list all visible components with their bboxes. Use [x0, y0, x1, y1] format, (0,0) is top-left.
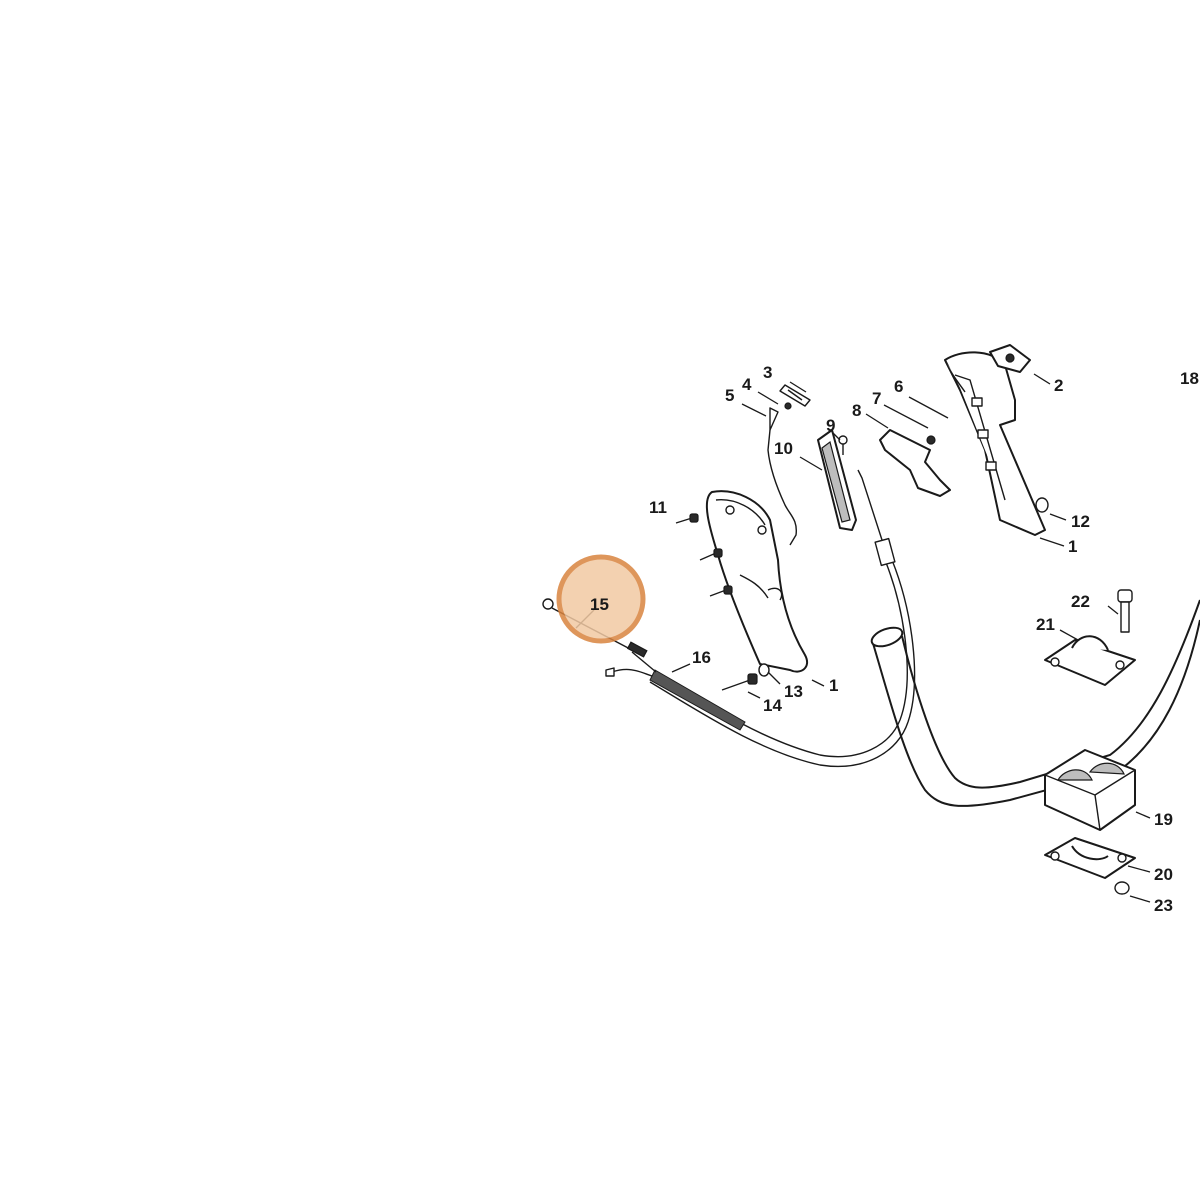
label-part-10[interactable]: 10	[774, 439, 793, 458]
label-part-8[interactable]: 8	[852, 401, 861, 420]
nut-23	[1114, 881, 1130, 895]
label-part-11[interactable]: 11	[649, 498, 667, 517]
label-part-6[interactable]: 6	[894, 377, 903, 396]
switch-2	[989, 344, 1031, 373]
label-part-22[interactable]: 22	[1071, 592, 1090, 611]
label-part-18[interactable]: 18	[1180, 369, 1199, 388]
screw-14-washer-13	[721, 663, 770, 691]
label-part-20[interactable]: 20	[1154, 865, 1173, 884]
pin-7	[883, 404, 929, 429]
label-part-19[interactable]: 19	[1154, 810, 1173, 829]
clamp-lower-20	[1044, 837, 1136, 879]
label-part-1-lower[interactable]: 1	[829, 676, 838, 695]
handle-housing-right	[944, 351, 1046, 536]
leader-lines	[575, 373, 1151, 903]
label-part-7[interactable]: 7	[872, 389, 881, 408]
label-part-1-upper[interactable]: 1	[1068, 537, 1077, 556]
label-part-3[interactable]: 3	[763, 363, 772, 382]
label-part-21[interactable]: 21	[1036, 615, 1055, 634]
label-part-23[interactable]: 23	[1154, 896, 1173, 915]
clamp-upper-21	[1044, 635, 1136, 686]
bolt-22	[1117, 589, 1133, 633]
handlebar-tube	[870, 599, 1200, 807]
label-part-12[interactable]: 12	[1071, 512, 1090, 531]
label-part-4[interactable]: 4	[742, 375, 752, 394]
handle-housing-left	[705, 490, 809, 673]
label-part-16[interactable]: 16	[692, 648, 711, 667]
label-part-13[interactable]: 13	[784, 682, 803, 701]
label-part-5[interactable]: 5	[725, 386, 734, 405]
throttle-cable	[605, 469, 916, 767]
label-part-15[interactable]: 15	[590, 595, 609, 614]
label-part-14[interactable]: 14	[763, 696, 782, 715]
interlock-lever-8	[879, 429, 951, 497]
small-parts-3-4-5	[767, 384, 811, 546]
label-part-2[interactable]: 2	[1054, 376, 1063, 395]
throttle-trigger-10	[817, 429, 857, 531]
spring-9	[838, 435, 848, 455]
nut-12	[1035, 497, 1049, 513]
part-labels: 15 2 3 4 5 6 7 8 9 10 11 12 1 16 13 1 14…	[590, 363, 1199, 915]
label-part-9[interactable]: 9	[826, 416, 835, 435]
highlight-circle[interactable]	[556, 554, 646, 644]
clamp-body-19	[1044, 749, 1136, 831]
screws-11	[675, 513, 733, 597]
